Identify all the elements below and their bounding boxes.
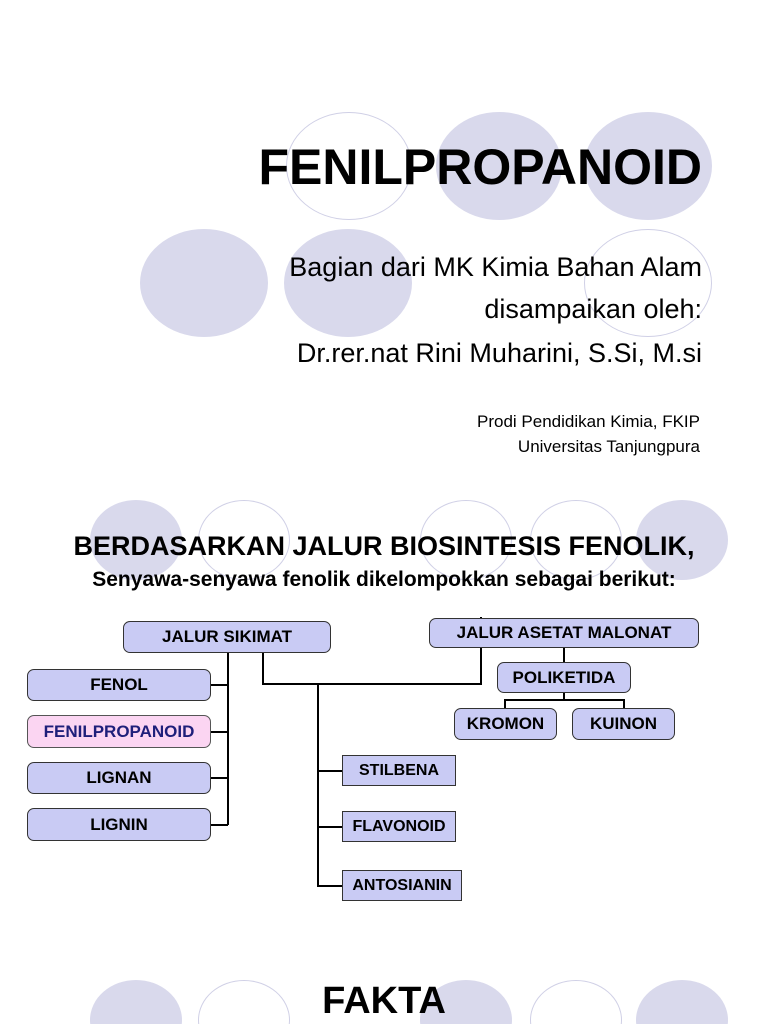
connector-line bbox=[210, 731, 228, 733]
connector-line bbox=[262, 683, 482, 685]
node-kromon: KROMON bbox=[454, 708, 557, 740]
decor-circle bbox=[284, 229, 412, 337]
subtitle-presented-by: disampaikan oleh: bbox=[484, 294, 702, 324]
connector-line bbox=[227, 652, 229, 825]
decor-circle bbox=[90, 500, 182, 580]
connector-line bbox=[262, 652, 264, 685]
connector-line bbox=[317, 826, 343, 828]
connector-line bbox=[563, 692, 565, 700]
decor-circle bbox=[420, 500, 512, 580]
connector-line bbox=[210, 777, 228, 779]
node-flavonoid: FLAVONOID bbox=[342, 811, 456, 842]
decor-circle bbox=[584, 112, 712, 220]
institution-program: Prodi Pendidikan Kimia, FKIP bbox=[477, 412, 700, 431]
node-poliketida: POLIKETIDA bbox=[497, 662, 631, 693]
title-slide: FENILPROPANOID Bagian dari MK Kimia Baha… bbox=[0, 0, 768, 500]
fakta-title: FAKTA bbox=[322, 980, 446, 1022]
node-lignin: LIGNIN bbox=[27, 808, 211, 841]
node-kuinon: KUINON bbox=[572, 708, 675, 740]
connector-line bbox=[623, 699, 625, 709]
decor-circle bbox=[140, 229, 268, 337]
classification-slide: BERDASARKAN JALUR BIOSINTESIS FENOLIK, S… bbox=[0, 500, 768, 970]
node-fenilpropanoid: FENILPROPANOID bbox=[27, 715, 211, 748]
fakta-slide bbox=[0, 970, 768, 1024]
decor-circle bbox=[530, 500, 622, 580]
decor-circle bbox=[436, 112, 562, 220]
connector-line bbox=[210, 824, 228, 826]
connector-line bbox=[563, 647, 565, 662]
subtitle-course: Bagian dari MK Kimia Bahan Alam bbox=[289, 252, 702, 282]
node-antosianin: ANTOSIANIN bbox=[342, 870, 462, 901]
connector-line bbox=[504, 699, 506, 709]
connector-line bbox=[317, 770, 343, 772]
decor-circle bbox=[286, 112, 412, 220]
decor-circle bbox=[198, 500, 290, 580]
connector-line bbox=[210, 684, 228, 686]
node-jalur-asetat-malonat: JALUR ASETAT MALONAT bbox=[429, 618, 699, 648]
connector-line bbox=[504, 699, 625, 701]
node-stilbena: STILBENA bbox=[342, 755, 456, 786]
slide-title: FENILPROPANOID bbox=[258, 139, 702, 195]
node-fenol: FENOL bbox=[27, 669, 211, 701]
institution-university: Universitas Tanjungpura bbox=[517, 437, 700, 456]
decor-circle bbox=[584, 229, 712, 337]
decor-circle bbox=[636, 500, 728, 580]
connector-line bbox=[480, 617, 482, 685]
connector-line bbox=[317, 683, 319, 886]
section-subheading: Senyawa-senyawa fenolik dikelompokkan se… bbox=[92, 568, 676, 591]
node-jalur-sikimat: JALUR SIKIMAT bbox=[123, 621, 331, 653]
connector-line bbox=[317, 885, 343, 887]
subtitle-author: Dr.rer.nat Rini Muharini, S.Si, M.si bbox=[296, 338, 702, 368]
node-lignan: LIGNAN bbox=[27, 762, 211, 794]
section-heading: BERDASARKAN JALUR BIOSINTESIS FENOLIK, bbox=[73, 531, 695, 561]
